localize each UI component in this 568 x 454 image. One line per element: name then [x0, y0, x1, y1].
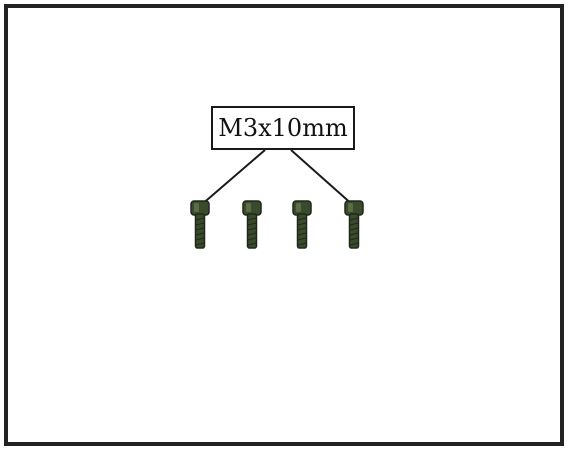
leader-line-right [290, 149, 355, 207]
screw-size-label: M3x10mm [211, 106, 355, 150]
screw-icon-3 [292, 200, 312, 249]
screw-icon-1 [190, 200, 210, 249]
leader-line-left [199, 149, 266, 207]
screw-icon-2 [242, 200, 262, 249]
screw-size-text: M3x10mm [218, 114, 348, 142]
diagram-frame [4, 4, 564, 446]
screw-icon-4 [344, 200, 364, 249]
